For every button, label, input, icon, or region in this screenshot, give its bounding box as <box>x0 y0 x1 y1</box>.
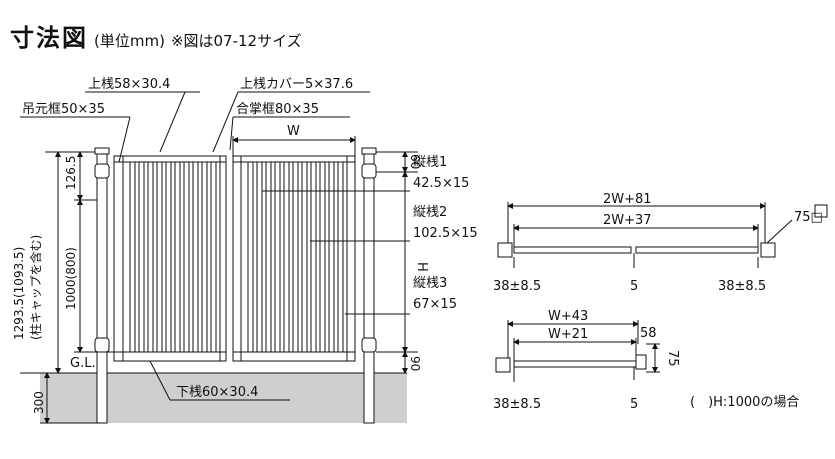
vertical-slat <box>147 161 154 353</box>
vertical-slat <box>165 161 172 353</box>
plan-single-inner-width: W+21 <box>548 327 588 342</box>
top-rail-label: 上桟58×30.4 <box>88 77 170 92</box>
top-rail-cover-label: 上桟カバー5×37.6 <box>240 77 353 92</box>
plan-post-right <box>760 242 776 258</box>
meeting-frame-left <box>219 155 227 362</box>
vertical-slat <box>274 161 281 353</box>
hinge-frame-right <box>346 155 356 362</box>
plan-view-single <box>495 320 660 382</box>
stile1-name: 縦桟1 <box>413 155 447 170</box>
vertical-slat <box>256 161 263 353</box>
vertical-slat <box>156 161 163 353</box>
vertical-slat <box>192 161 199 353</box>
plan-inner-width: 2W+37 <box>603 213 652 228</box>
right-post-cap <box>361 147 377 155</box>
stile3-name: 縦桟3 <box>413 276 447 291</box>
stile1-size: 42.5×15 <box>413 176 469 191</box>
plan-center-gap: 5 <box>630 279 638 294</box>
hinge-left-bottom <box>94 337 110 353</box>
ground-level-label: G.L. <box>70 356 96 371</box>
vertical-slat <box>328 161 335 353</box>
plan-leaf-left <box>513 246 632 254</box>
meeting-frame-label: 合掌框80×35 <box>236 102 319 117</box>
size-note: ※図は07-12サイズ <box>170 32 302 50</box>
meeting-frame-right <box>232 155 242 362</box>
plan-post-size: 75□ <box>794 210 823 225</box>
plan-single-left-offset: 38±8.5 <box>493 397 541 412</box>
plan-right-offset: 38±8.5 <box>718 279 766 294</box>
plan-single-frame-depth: 58 <box>640 326 657 341</box>
unit-label: (単位mm) <box>94 32 165 50</box>
plan-view-double <box>497 202 828 268</box>
plan-single-post <box>495 357 511 373</box>
vertical-slat <box>210 161 217 353</box>
vertical-slat <box>138 161 145 353</box>
plan-leaf-right <box>635 246 759 254</box>
vertical-slat <box>337 161 344 353</box>
hinge-right-bottom <box>361 337 377 353</box>
dim-top-left: 126.5 <box>64 156 78 190</box>
vertical-slat <box>310 161 317 353</box>
hinge-left-top <box>94 163 110 179</box>
dim-total-height: 1293.5(1093.5) <box>12 247 26 340</box>
front-view <box>20 91 418 424</box>
vertical-slat <box>265 161 272 353</box>
vertical-slat <box>283 161 290 353</box>
hinge-right-top <box>361 163 377 179</box>
vertical-slat <box>319 161 326 353</box>
plan-post-left <box>497 242 513 258</box>
hinge-frame-label: 吊元框50×35 <box>22 102 105 117</box>
plan-outer-width: 2W+81 <box>603 192 652 207</box>
page-header: 寸法図 (単位mm) ※図は07-12サイズ <box>10 18 302 53</box>
dim-post-depth: 300 <box>32 391 46 414</box>
stile2-size: 102.5×15 <box>413 226 478 241</box>
height-label: H <box>414 262 429 272</box>
plan-single-outer-width: W+43 <box>548 309 588 324</box>
plan-left-offset: 38±8.5 <box>493 279 541 294</box>
dim-total-height-note: (柱キャップを含む) <box>28 235 43 340</box>
page-title: 寸法図 <box>10 24 88 52</box>
plan-single-center-gap: 5 <box>630 397 638 412</box>
plan-single-post-depth: 75 <box>665 350 680 367</box>
dim-top-right: 60 <box>408 154 422 169</box>
vertical-slat <box>301 161 308 353</box>
dim-panel-height: 1000(800) <box>64 247 78 310</box>
bottom-rail-label: 下桟60×30.4 <box>176 385 258 400</box>
footnote: ( )H:1000の場合 <box>690 395 799 410</box>
stile3-size: 67×15 <box>413 297 457 312</box>
stile2-name: 縦桟2 <box>413 205 447 220</box>
vertical-slat <box>292 161 299 353</box>
dim-ground-clearance: 90 <box>408 356 422 371</box>
hinge-frame-left <box>113 155 124 362</box>
vertical-slat <box>129 161 136 353</box>
vertical-slats <box>129 161 344 353</box>
vertical-slat <box>174 161 181 353</box>
plan-single-stop <box>635 354 647 370</box>
vertical-slat <box>247 161 254 353</box>
left-post <box>96 151 108 424</box>
right-post <box>363 151 375 424</box>
post-square-symbol <box>814 204 828 218</box>
vertical-slat <box>183 161 190 353</box>
width-label: W <box>287 124 300 139</box>
vertical-slat <box>201 161 208 353</box>
left-post-cap <box>94 147 110 155</box>
plan-single-leaf <box>513 360 637 368</box>
